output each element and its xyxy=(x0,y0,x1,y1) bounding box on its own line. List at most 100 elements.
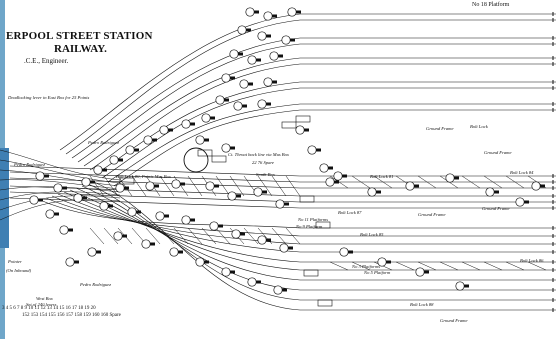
signal-box xyxy=(299,195,315,203)
label-deadlock: Deadlocking lever in East Box for 25 Poi… xyxy=(8,95,90,100)
track-line xyxy=(483,261,503,271)
track-line xyxy=(271,227,287,245)
track-line xyxy=(0,149,121,181)
signal-box xyxy=(211,155,227,163)
signal-markers xyxy=(29,7,545,307)
title-station: ERPOOL STREET STATION xyxy=(6,30,153,42)
signal-lever-marker xyxy=(307,145,317,155)
signal-arm xyxy=(122,234,127,238)
signal-lever-marker xyxy=(237,25,247,35)
track-line xyxy=(173,227,189,245)
track-line xyxy=(0,169,121,187)
signal-lever-marker xyxy=(269,51,279,61)
signal-lever-marker xyxy=(239,79,249,89)
track-line xyxy=(75,187,301,281)
track-line xyxy=(187,227,203,245)
track-line xyxy=(0,199,121,221)
turntable-circle xyxy=(183,147,209,173)
signal-lever-marker xyxy=(415,267,425,277)
signal-lever-marker xyxy=(257,235,267,245)
signal-lever-marker xyxy=(319,163,329,173)
signal-arm xyxy=(256,280,261,284)
track-line xyxy=(351,261,371,271)
track-line xyxy=(0,195,121,211)
signal-lever-marker xyxy=(159,125,169,135)
track-line xyxy=(285,227,301,245)
track-line xyxy=(113,109,301,187)
signal-arm xyxy=(256,58,261,62)
signal-lever-marker xyxy=(99,201,109,211)
label-ground-frame-d: Ground Frame xyxy=(426,126,454,131)
label-platform-c: No 5 Platform xyxy=(364,270,391,275)
signal-lever-marker xyxy=(263,11,273,21)
signal-box xyxy=(303,269,319,277)
signal-arm xyxy=(102,168,107,172)
track-line xyxy=(87,183,301,301)
track-line xyxy=(351,175,371,189)
signal-lever-marker xyxy=(247,55,257,65)
track-line xyxy=(505,175,525,189)
signal-lever-marker xyxy=(485,187,495,197)
signal-arm xyxy=(494,190,499,194)
title-railway: RAILWAY. xyxy=(54,43,107,55)
signal-arm xyxy=(180,182,185,186)
title-engineer: .C.E., Engineer. xyxy=(24,57,69,65)
signal-lever-marker xyxy=(253,187,263,197)
track-line xyxy=(243,227,259,245)
signal-arm xyxy=(334,180,339,184)
signal-arm xyxy=(90,180,95,184)
track-line xyxy=(201,227,217,245)
signal-lever-marker xyxy=(113,231,123,241)
signal-lever-marker xyxy=(333,171,343,181)
signal-arm xyxy=(272,80,277,84)
signal-lever-marker xyxy=(93,165,103,175)
signal-arm xyxy=(272,14,277,18)
track-line xyxy=(417,261,437,271)
signal-arm xyxy=(178,250,183,254)
signal-arm xyxy=(424,270,429,274)
signal-arm xyxy=(316,148,321,152)
signal-lever-marker xyxy=(143,135,153,145)
signal-arm xyxy=(266,102,271,106)
signal-box xyxy=(295,115,311,123)
signal-lever-marker xyxy=(53,183,63,193)
track-line xyxy=(107,103,301,183)
track-line xyxy=(9,197,301,209)
track-line xyxy=(77,43,301,163)
signal-lever-marker xyxy=(195,257,205,267)
signal-arm xyxy=(74,260,79,264)
track-line xyxy=(39,199,301,229)
label-bolt-lock-b: Bolt Lock 81 xyxy=(370,174,394,179)
label-throat: Ct. Throat back line via Mus Box xyxy=(228,152,289,157)
label-bolt-lock-d: Bolt Lock 86 xyxy=(520,258,544,263)
track-line xyxy=(373,175,393,189)
label-spare: 22 76 Spare xyxy=(252,160,275,165)
signal-lever-marker xyxy=(229,49,239,59)
signal-arm xyxy=(54,212,59,216)
track-line xyxy=(9,191,301,203)
signal-lever-marker xyxy=(279,243,289,253)
signal-arm xyxy=(246,28,251,32)
signal-arm xyxy=(62,186,67,190)
signal-arm xyxy=(96,250,101,254)
signal-lever-marker xyxy=(73,193,83,203)
track-line xyxy=(89,175,105,197)
track-line xyxy=(0,159,121,184)
signal-arm xyxy=(150,242,155,246)
label-pedro-b: Pedro Rodriguez xyxy=(14,162,46,167)
signal-arm xyxy=(210,116,215,120)
signal-lever-marker xyxy=(169,247,179,257)
signal-lever-marker xyxy=(195,135,205,145)
signal-lever-marker xyxy=(275,199,285,209)
signal-lever-marker xyxy=(209,221,219,231)
signal-lever-marker xyxy=(455,281,465,291)
signal-arm xyxy=(204,260,209,264)
label-pointer: Pointer xyxy=(8,259,22,264)
signal-lever-marker xyxy=(65,257,75,267)
track-line xyxy=(527,261,547,271)
signal-arm xyxy=(190,218,195,222)
left-margin-blue-block xyxy=(0,148,9,248)
signal-lever-marker xyxy=(29,195,39,205)
label-bolt-lock-a: Bolt Lock xyxy=(470,124,488,129)
signal-box xyxy=(281,121,297,129)
